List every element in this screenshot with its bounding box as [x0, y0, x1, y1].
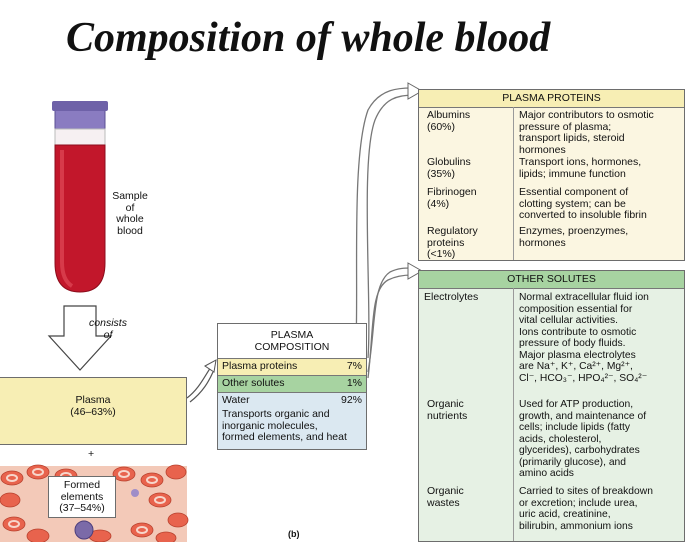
page-title: Composition of whole blood: [66, 15, 551, 61]
plus-sign: +: [88, 448, 95, 460]
solute-name: Electrolytes: [424, 291, 479, 303]
protein-name: Fibrinogen (4%): [427, 186, 477, 210]
protein-name: Regulatory proteins (<1%): [427, 225, 478, 260]
composition-row-proteins: Plasma proteins 7%: [218, 358, 366, 375]
to-proteins-arrow: [366, 94, 413, 359]
test-tube-icon: [52, 101, 108, 293]
composition-row-name: Other solutes: [222, 377, 285, 389]
solute-name: Organic wastes: [427, 485, 464, 509]
plasma-composition-header: PLASMA COMPOSITION: [254, 329, 330, 353]
composition-row-solutes: Other solutes 1%: [218, 375, 366, 392]
composition-row-value: 92%: [340, 394, 362, 406]
composition-row-name: Water: [222, 394, 250, 406]
other-solutes-header: OTHER SOLUTES: [419, 271, 684, 289]
arrow-label: consists of: [89, 317, 127, 341]
composition-row-value: 1%: [346, 377, 362, 389]
plasma-box: Plasma (46–63%): [0, 377, 187, 445]
solute-desc: Normal extracellular fluid ion compositi…: [519, 292, 649, 384]
protein-desc: Major contributors to osmotic pressure o…: [519, 109, 654, 156]
figure-label: (b): [288, 529, 300, 539]
composition-row-value: 7%: [346, 360, 362, 372]
formed-elements-box: Formed elements (37–54%): [48, 476, 116, 518]
down-arrow-icon: [47, 305, 113, 371]
plasma-proteins-header: PLASMA PROTEINS: [419, 90, 684, 108]
tube-label: Sample of whole blood: [112, 190, 148, 237]
to-solutes-arrow: [367, 274, 413, 379]
protein-desc: Enzymes, proenzymes, hormones: [519, 225, 629, 249]
protein-name: Albumins (60%): [427, 109, 471, 133]
solute-name: Organic nutrients: [427, 398, 468, 422]
protein-desc: Transport ions, hormones, lipids; immune…: [519, 156, 642, 180]
composition-row-name: Plasma proteins: [222, 360, 298, 372]
solute-desc: Carried to sites of breakdown or excreti…: [519, 486, 653, 532]
composition-row-water: Water 92% Transports organic and inorgan…: [218, 392, 366, 449]
solute-desc: Used for ATP production, growth, and mai…: [519, 399, 647, 479]
water-note: Transports organic and inorganic molecul…: [222, 408, 347, 443]
plasma-label: Plasma (46–63%): [70, 394, 116, 418]
plasma-composition-table: PLASMA COMPOSITION Plasma proteins 7% Ot…: [217, 323, 367, 450]
other-solutes-table: OTHER SOLUTES Electrolytes Normal extrac…: [418, 270, 685, 542]
protein-desc: Essential component of clotting system; …: [519, 186, 647, 221]
plasma-proteins-table: PLASMA PROTEINS Albumins (60%) Major con…: [418, 89, 685, 261]
formed-elements-label: Formed elements (37–54%): [59, 479, 105, 514]
protein-name: Globulins (35%): [427, 156, 471, 180]
